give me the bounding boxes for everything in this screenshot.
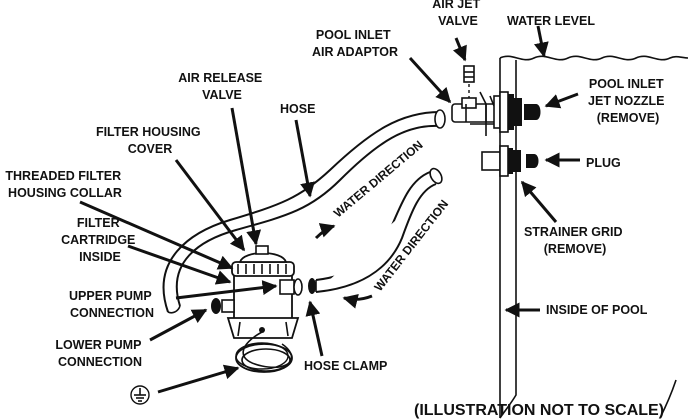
strainer-fitting — [481, 145, 539, 177]
pool-inlet-air-adaptor — [451, 91, 497, 136]
label-plug: PLUG — [586, 156, 621, 170]
label-pool-inlet-jet-nozzle: POOL INLET JET NOZZLE (REMOVE) — [588, 77, 668, 125]
power-cord — [235, 331, 293, 373]
hose-end-clamp — [429, 109, 446, 185]
label-upper-pump: UPPER PUMP CONNECTION — [69, 289, 155, 320]
pool-inlet-jet-nozzle — [493, 91, 541, 133]
label-threaded-collar: THREADED FILTER HOUSING COLLAR — [5, 169, 124, 200]
label-hose-clamp: HOSE CLAMP — [304, 359, 387, 373]
label-not-to-scale: (ILLUSTRATION NOT TO SCALE) — [414, 402, 664, 419]
label-air-release-valve: AIR RELEASE VALVE — [178, 71, 266, 102]
flow-arrows — [314, 223, 373, 309]
label-strainer-grid: STRAINER GRID (REMOVE) — [524, 225, 626, 256]
air-jet-valve — [463, 65, 475, 100]
label-air-jet-valve: AIR JET VALVE — [432, 0, 483, 28]
label-filter-cartridge: FILTER CARTRIDGE INSIDE — [61, 216, 139, 264]
ground-symbol-icon — [130, 385, 150, 405]
label-water-level: WATER LEVEL — [507, 14, 595, 28]
label-hose: HOSE — [280, 102, 315, 116]
leader-arrows — [79, 25, 580, 394]
label-inside-of-pool: INSIDE OF POOL — [546, 303, 648, 317]
label-pool-inlet-air-adaptor: POOL INLET AIR ADAPTOR — [312, 28, 398, 59]
hose-lower — [315, 171, 437, 293]
label-filter-housing-cover: FILTER HOUSING COVER — [96, 125, 204, 156]
label-lower-pump: LOWER PUMP CONNECTION — [55, 338, 144, 369]
filter-pump — [211, 245, 316, 339]
